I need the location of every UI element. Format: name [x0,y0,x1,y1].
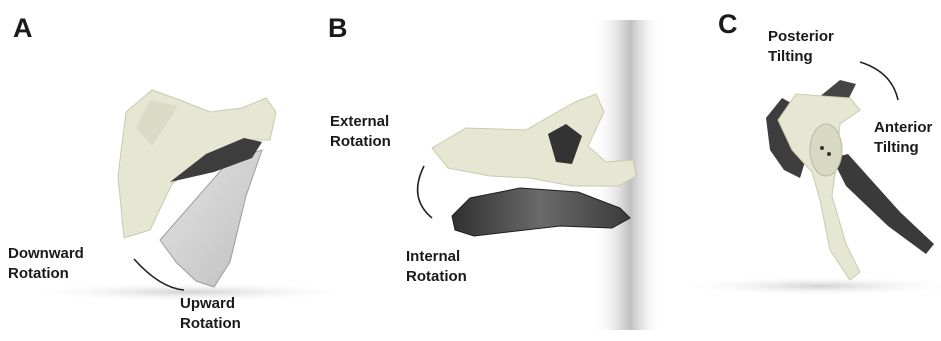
panel-c-scapula [675,62,941,296]
tilting-arc-c [860,62,898,100]
scapula-leg-dark [832,154,934,254]
panel-letter-b: B [328,15,348,42]
label-posterior-tilting: Posterior Tilting [768,27,834,68]
label-internal-rotation: Internal Rotation [406,247,467,288]
label-anterior-tilting: Anterior Tilting [874,118,932,159]
panel-letter-a: A [13,15,33,42]
label-downward-rotation: Downward Rotation [8,244,84,285]
label-external-rotation: External Rotation [330,112,391,153]
panel-letter-c: C [718,11,738,38]
label-upward-rotation: Upward Rotation [180,294,241,335]
glenoid-face [810,124,842,176]
rotation-arc-b [418,166,432,218]
floor-shadow-c [675,276,941,296]
